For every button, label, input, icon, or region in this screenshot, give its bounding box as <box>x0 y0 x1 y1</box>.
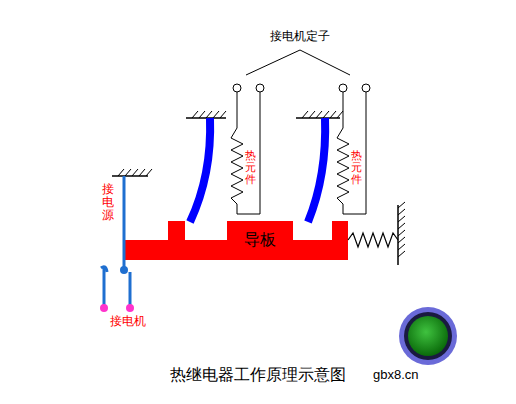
text-label: gbx8.cn <box>373 368 419 382</box>
plate-tab <box>168 221 185 241</box>
hatch-stroke <box>330 111 336 118</box>
leader-line <box>246 50 350 75</box>
vertical-label: 热元件 <box>245 150 256 186</box>
guide-plate-box: 导板 <box>227 221 293 260</box>
hatch-stroke <box>398 251 405 257</box>
node-text: 导板 <box>244 230 276 251</box>
text-label: 接电机定子 <box>270 30 330 43</box>
hatch-stroke <box>199 111 205 118</box>
vertical-label: 热元件 <box>351 150 362 186</box>
hatch-stroke <box>206 111 212 118</box>
bimetal-strip <box>190 118 210 222</box>
fixed-supports <box>112 111 405 257</box>
pivot <box>120 266 128 274</box>
bimetal-strip <box>308 118 325 222</box>
hatch-stroke <box>398 230 405 236</box>
fixed-contact <box>101 267 107 272</box>
terminal-dot <box>100 304 108 312</box>
spring <box>348 233 398 247</box>
hatch-stroke <box>309 111 315 118</box>
button-ring <box>399 307 457 365</box>
support-line <box>112 175 148 177</box>
terminal <box>256 84 264 92</box>
hatch-stroke <box>118 169 124 176</box>
wall <box>397 205 399 265</box>
hatch-stroke <box>398 202 405 208</box>
hatch-stroke <box>316 111 322 118</box>
hatch-stroke <box>398 223 405 229</box>
contact-lever <box>123 176 126 270</box>
hatch-stroke <box>398 237 405 243</box>
hatch-stroke <box>302 111 308 118</box>
hatch-stroke <box>323 111 329 118</box>
caption: 热继电器工作原理示意图 <box>170 366 346 384</box>
hatch-stroke <box>125 169 131 176</box>
hatch-stroke <box>398 244 405 250</box>
heating-element <box>337 92 366 214</box>
hatch-stroke <box>139 169 145 176</box>
hatch-stroke <box>213 111 219 118</box>
terminal <box>339 84 347 92</box>
hatch-stroke <box>132 169 138 176</box>
green-button <box>408 316 448 356</box>
hatch-stroke <box>398 209 405 215</box>
terminal <box>362 84 370 92</box>
heating-element <box>231 92 260 214</box>
terminal-dot <box>126 304 134 312</box>
plate-tab <box>332 221 348 241</box>
hatch-stroke <box>192 111 198 118</box>
terminal <box>233 84 241 92</box>
contact-wire <box>103 266 106 308</box>
text-label: 接电机 <box>110 315 146 328</box>
hatch-stroke <box>398 216 405 222</box>
hatch-stroke <box>337 111 343 118</box>
contact-wire <box>129 272 132 308</box>
vertical-label: 接电源 <box>102 183 114 223</box>
hatch-stroke <box>220 111 226 118</box>
hatch-stroke <box>146 169 152 176</box>
button-bezel <box>404 312 452 360</box>
